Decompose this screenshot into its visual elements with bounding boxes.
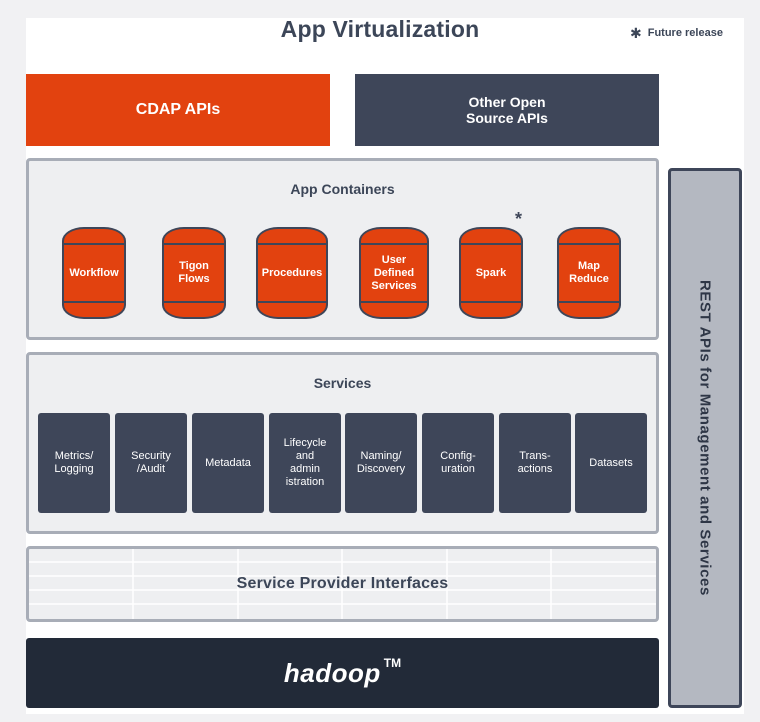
service-label: Metrics/ Logging xyxy=(54,450,94,475)
service-provider-interfaces-panel: Service Provider Interfaces xyxy=(26,546,659,622)
hadoop-logo: hadoop xyxy=(283,657,381,688)
container-label: Spark xyxy=(475,266,507,279)
diagram-title: App Virtualization xyxy=(280,16,480,42)
service-configuration: Config- uration xyxy=(422,413,494,513)
service-label: Naming/ Discovery xyxy=(356,450,406,475)
asterisk-icon: ✱ xyxy=(630,24,642,41)
service-metrics-logging: Metrics/ Logging xyxy=(38,413,110,513)
container-label: User Defined Services xyxy=(371,253,417,292)
service-security-audit: Security /Audit xyxy=(115,413,187,513)
cdap-apis-box: CDAP APIs xyxy=(26,74,330,146)
trademark-mark: TM xyxy=(383,656,402,670)
container-workflow: Workflow xyxy=(62,227,126,319)
service-label: Datasets xyxy=(589,456,633,469)
service-transactions: Trans- actions xyxy=(499,413,571,513)
spi-grid xyxy=(29,549,656,619)
spi-label: Service Provider Interfaces xyxy=(236,575,449,592)
container-procedures: Procedures xyxy=(256,227,328,319)
rest-apis-bar: REST APIs for Management and Services xyxy=(668,168,742,708)
app-containers-panel: App Containers * Workflow Tigon Flows Pr… xyxy=(26,158,659,340)
services-title: Services xyxy=(313,375,372,391)
service-label: Metadata xyxy=(205,456,251,469)
services-panel: Services Metrics/ Logging Security /Audi… xyxy=(26,352,659,534)
service-label: Trans- actions xyxy=(517,450,553,475)
other-open-source-apis-label: Other Open Source APIs xyxy=(466,94,548,126)
rest-apis-label: REST APIs for Management and Services xyxy=(696,280,714,596)
container-label: Workflow xyxy=(69,266,119,279)
container-label: Procedures xyxy=(261,266,323,279)
future-release-legend: ✱ Future release xyxy=(630,24,723,41)
container-map-reduce: Map Reduce xyxy=(557,227,621,319)
service-naming-discovery: Naming/ Discovery xyxy=(345,413,417,513)
container-label: Tigon Flows xyxy=(178,260,210,285)
container-user-defined-services: User Defined Services xyxy=(359,227,429,319)
other-open-source-apis-box: Other Open Source APIs xyxy=(355,74,659,146)
service-label: Config- uration xyxy=(440,450,476,475)
container-tigon-flows: Tigon Flows xyxy=(162,227,226,319)
hadoop-bar: hadoop TM xyxy=(26,638,659,708)
service-datasets: Datasets xyxy=(575,413,647,513)
service-label: Security /Audit xyxy=(131,450,171,475)
container-label: Map Reduce xyxy=(569,260,609,285)
app-containers-title: App Containers xyxy=(290,181,395,197)
service-lifecycle-administration: Lifecycle and admin istration xyxy=(269,413,341,513)
service-metadata: Metadata xyxy=(192,413,264,513)
spark-future-marker: * xyxy=(515,209,523,229)
future-release-label: Future release xyxy=(647,27,723,39)
container-spark: Spark xyxy=(459,227,523,319)
service-label: Lifecycle and admin istration xyxy=(283,437,327,488)
